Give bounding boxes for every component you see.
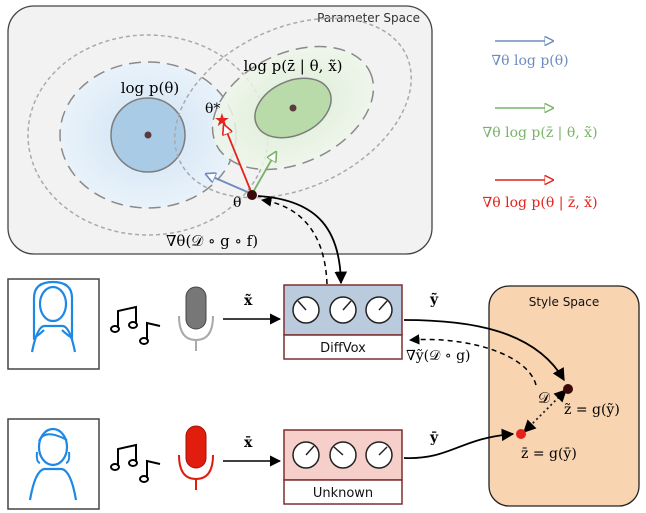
- style-space-title: Style Space: [529, 295, 600, 309]
- likelihood-gradient-arrow: [251, 152, 276, 195]
- theta-point: [247, 190, 257, 200]
- posterior-gradient-arrow: [224, 125, 253, 195]
- top-output-label: ỹ: [429, 291, 439, 308]
- legend-likelihood-label: ∇θ log p(z̄ | θ, x̃): [482, 125, 597, 141]
- likelihood-label: log p(z̄ | θ, x̃): [243, 57, 342, 75]
- bottom-avatar: [7, 418, 100, 510]
- bottom-music-note-icon: [110, 443, 161, 483]
- legend-posterior-label: ∇θ log p(θ | z̄, x̃): [482, 195, 597, 211]
- theta-label: θ: [233, 195, 241, 211]
- bottom-output-arrow: [403, 428, 515, 459]
- z-bar-label: z̄ = g(ȳ): [521, 446, 577, 462]
- legend-prior-label: ∇θ log p(θ): [491, 53, 568, 69]
- bottom-output-label: ȳ: [429, 430, 439, 446]
- unknown-processor: Unknown: [283, 429, 403, 505]
- unknown-label: Unknown: [313, 486, 373, 501]
- optimum-label: θ*: [205, 101, 220, 117]
- bottom-row: x̄ Unknown ȳ: [7, 418, 515, 510]
- bottom-microphone-icon: [178, 425, 214, 490]
- parameter-space-panel: Parameter Space log p(θ) log p(z̄ | θ, x…: [7, 5, 433, 255]
- parameter-gradient-label: ∇θ(𝒟 ∘ g ∘ f): [166, 232, 258, 250]
- unknown-knob-1: [292, 441, 320, 469]
- diffvox-label: DiffVox: [320, 341, 366, 356]
- style-distance-label: 𝒟: [538, 389, 550, 407]
- diffvox-to-theta-gradient-arrow: [260, 196, 328, 285]
- gradient-legend: ∇θ log p(θ) ∇θ log p(z̄ | θ, x̃) ∇θ log …: [482, 41, 598, 211]
- top-row: x̃ DiffVox ỹ ∇ỹ(𝒟 ∘ g): [7, 278, 565, 386]
- style-gradient-label: ∇ỹ(𝒟 ∘ g): [406, 348, 471, 364]
- z-tilde-point: [563, 384, 573, 394]
- bottom-input-label: x̄: [244, 435, 253, 451]
- top-music-note-icon: [110, 305, 161, 345]
- prior-label: log p(θ): [121, 79, 180, 97]
- style-gradient-return-arrow: [408, 334, 537, 386]
- z-bar-point: [516, 429, 526, 439]
- parameter-space-title: Parameter Space: [317, 11, 420, 25]
- diffvox-knob-2: [329, 296, 357, 324]
- top-output-arrow: [403, 319, 565, 382]
- unknown-knob-3: [365, 441, 393, 469]
- diffvox-processor: DiffVox: [283, 284, 403, 360]
- prior-gradient-arrow: [206, 174, 253, 195]
- diffvox-knob-3: [365, 296, 393, 324]
- likelihood-center-dot: [289, 104, 297, 112]
- style-space-panel: Style Space 𝒟 z̃ = g(ỹ) z̄ = g(ȳ): [488, 285, 640, 507]
- top-input-label: x̃: [244, 292, 253, 309]
- z-tilde-label: z̃ = g(ỹ): [564, 402, 620, 418]
- diffvox-knob-1: [292, 296, 320, 324]
- theta-to-diffvox-arrow: [257, 195, 348, 285]
- unknown-knob-2: [329, 441, 357, 469]
- top-avatar: [7, 278, 100, 370]
- top-microphone-icon: [178, 286, 214, 351]
